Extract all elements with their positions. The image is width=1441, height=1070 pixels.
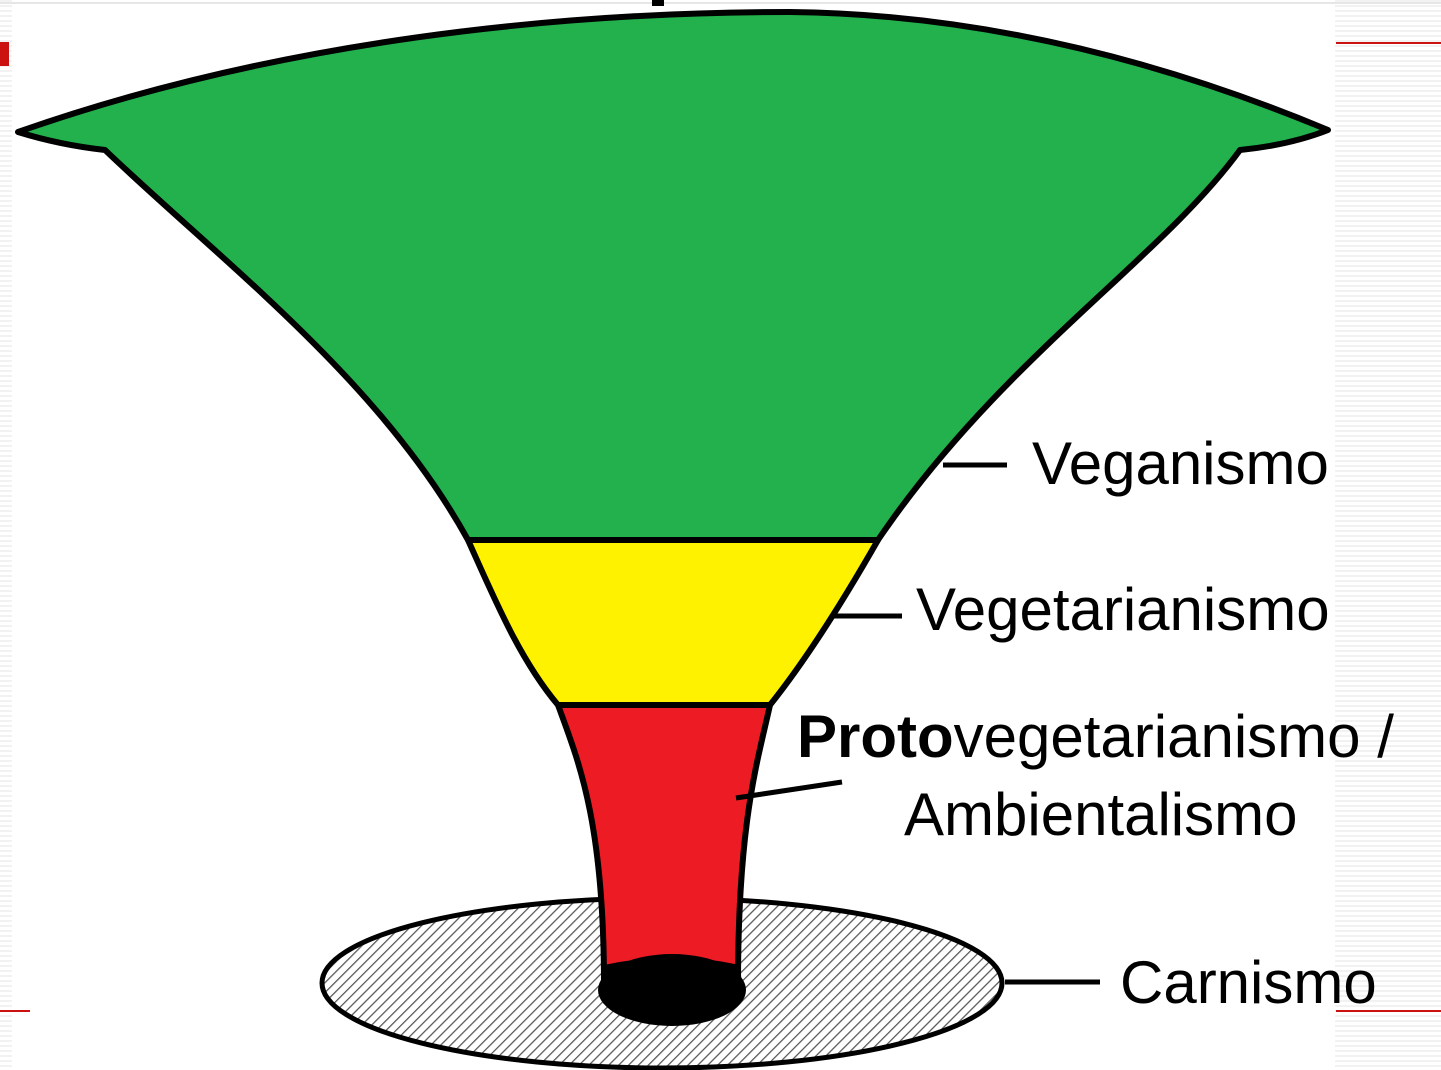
label-proto-bold: Proto [797,703,954,770]
label-proto-rest: vegetarianismo / [954,703,1394,770]
label-ambientalismo: Ambientalismo [904,785,1298,845]
label-veganismo: Veganismo [1032,434,1329,494]
label-protovegetarianismo: Protovegetarianismo / [797,707,1394,767]
vegetarianismo-layer [468,540,878,705]
label-carnismo: Carnismo [1120,953,1377,1013]
stem-bottom-edge [602,958,742,986]
label-vegetarianismo: Vegetarianismo [916,580,1330,640]
title-fragment [652,0,664,6]
